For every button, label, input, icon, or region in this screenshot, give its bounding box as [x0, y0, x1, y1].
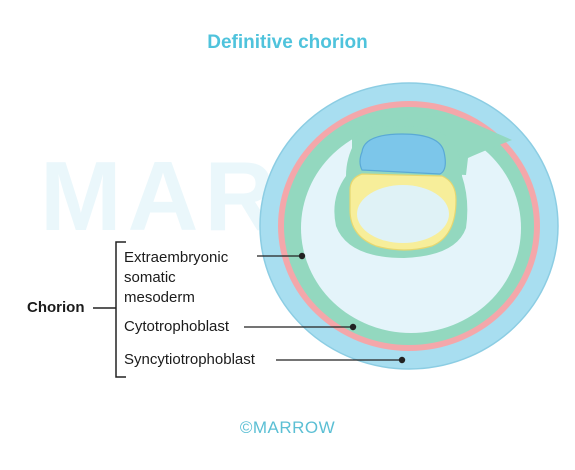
- cytotrophoblast-leader-dot: [349, 323, 357, 331]
- mesoderm-label-line-3: mesoderm: [124, 289, 195, 306]
- diagram-title: Definitive chorion: [207, 32, 368, 53]
- yolk-sac-cavity: [357, 185, 449, 243]
- mesoderm-label-line-2: somatic: [124, 269, 176, 286]
- footer-logo: ©MARROW: [239, 418, 336, 437]
- chorion-label: Chorion: [27, 299, 85, 316]
- mesoderm-label: Extraembryonic somatic mesoderm: [124, 248, 228, 308]
- mesoderm-leader-dot: [298, 252, 306, 260]
- syncytiotrophoblast-leader-dot: [398, 356, 406, 364]
- amniotic-cavity: [359, 133, 446, 175]
- syncytiotrophoblast-label: Syncytiotrophoblast: [124, 351, 255, 368]
- mesoderm-label-line-1: Extraembryonic: [124, 249, 229, 266]
- cytotrophoblast-label: Cytotrophoblast: [124, 318, 230, 335]
- chorion-bracket: [115, 241, 126, 378]
